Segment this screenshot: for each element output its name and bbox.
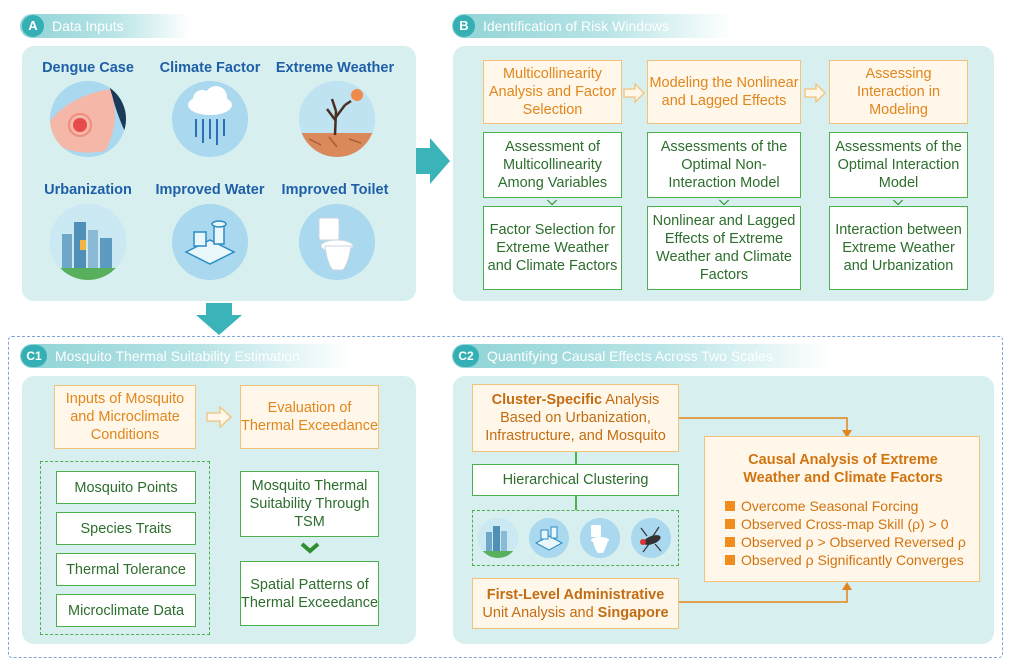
bullet-item: Observed Cross-map Skill (ρ) > 0 <box>725 516 949 532</box>
interaction-urbanization-box: Interaction between Extreme Weather and … <box>829 206 968 290</box>
cluster-icons-frame <box>472 510 679 566</box>
assessing-interaction-box: Assessing Interaction in Modeling <box>829 60 968 124</box>
microclimate-data-box: Microclimate Data <box>56 594 196 627</box>
singapore-label: Singapore <box>597 604 669 621</box>
city-skyline-icon <box>478 518 518 558</box>
mosquito-icon <box>631 518 671 558</box>
water-plant-icon <box>172 204 248 280</box>
toilet-icon <box>299 204 375 280</box>
section-c-dashed-frame <box>8 336 1003 658</box>
nonlinear-lagged-box: Modeling the Nonlinear and Lagged Effect… <box>647 60 801 124</box>
arrow-right-icon <box>206 406 232 428</box>
drought-tree-icon <box>299 81 375 157</box>
connector-line <box>575 496 577 510</box>
assessment-multicollinearity-box: Assessment of Multicollinearity Among Va… <box>483 132 622 198</box>
multicollinearity-box: Multicollinearity Analysis and Factor Se… <box>483 60 622 124</box>
section-c2-header <box>452 344 832 368</box>
toilet-icon <box>580 518 620 558</box>
water-plant-icon <box>529 518 569 558</box>
data-input-label-urbanization: Urbanization <box>44 182 132 198</box>
optimal-non-interaction-box: Assessments of the Optimal Non-Interacti… <box>647 132 801 198</box>
section-a-title: Data Inputs <box>52 18 124 34</box>
admin-unit-bold: First-Level Administrative <box>486 586 665 603</box>
bullet-item: Observed ρ Significantly Converges <box>725 552 964 568</box>
data-input-label-toilet: Improved Toilet <box>281 182 389 198</box>
connector-arrows <box>679 417 852 603</box>
data-input-label-extreme: Extreme Weather <box>275 60 395 76</box>
bullet-item: Observed ρ > Observed Reversed ρ <box>725 534 966 550</box>
chevron-down-icon: ⌵ <box>547 193 557 208</box>
data-input-label-climate: Climate Factor <box>159 60 261 76</box>
cluster-specific-box: Cluster-Specific Analysis Based on Urban… <box>472 384 679 452</box>
spatial-patterns-box: Spatial Patterns of Thermal Exceedance <box>240 561 379 626</box>
section-c2-title: Quantifying Causal Effects Across Two Sc… <box>487 348 773 364</box>
section-b-title: Identification of Risk Windows <box>483 18 669 34</box>
hierarchical-clustering-box: Hierarchical Clustering <box>472 464 679 496</box>
factor-selection-box: Factor Selection for Extreme Weather and… <box>483 206 622 290</box>
data-input-label-water: Improved Water <box>155 182 265 198</box>
bullet-item: Overcome Seasonal Forcing <box>725 498 918 514</box>
section-b-badge: B <box>453 15 475 37</box>
city-skyline-icon <box>50 204 126 280</box>
section-a-badge: A <box>22 15 44 37</box>
connector-line <box>575 452 577 464</box>
section-c1-title: Mosquito Thermal Suitability Estimation <box>55 348 300 364</box>
section-b-header <box>452 14 732 38</box>
causal-result-title: Causal Analysis of Extreme Weather and C… <box>743 452 943 486</box>
species-traits-box: Species Traits <box>56 512 196 545</box>
section-c2-badge: C2 <box>453 345 479 367</box>
inputs-list-dashed-frame <box>40 461 210 635</box>
section-a-header <box>20 14 190 38</box>
nonlinear-effects-box: Nonlinear and Lagged Effects of Extreme … <box>647 206 801 290</box>
section-c1-header <box>20 344 350 368</box>
rain-cloud-icon <box>172 81 248 157</box>
thermal-exceedance-evaluation-box: Evaluation of Thermal Exceedance <box>240 385 379 449</box>
cluster-specific-text: Analysis Based on Urbanization, Infrastr… <box>485 392 666 444</box>
data-input-label-dengue: Dengue Case <box>42 60 134 76</box>
tsm-box: Mosquito Thermal Suitability Through TSM <box>240 471 379 537</box>
arrow-right-icon <box>623 83 645 103</box>
optimal-interaction-box: Assessments of the Optimal Interaction M… <box>829 132 968 198</box>
chevron-down-icon: ⌵ <box>893 193 903 208</box>
mosquito-inputs-box: Inputs of Mosquito and Microclimate Cond… <box>54 385 196 449</box>
arrow-a-to-c1 <box>196 303 242 335</box>
cluster-specific-bold: Cluster-Specific <box>491 392 603 408</box>
dengue-case-icon <box>50 81 126 157</box>
section-c1-badge: C1 <box>21 345 47 367</box>
chevron-down-icon <box>300 542 320 554</box>
thermal-tolerance-box: Thermal Tolerance <box>56 553 196 586</box>
arrow-right-icon <box>804 83 826 103</box>
admin-unit-text: Unit Analysis and <box>482 604 598 621</box>
mosquito-points-box: Mosquito Points <box>56 471 196 504</box>
causal-result-box: Causal Analysis of Extreme Weather and C… <box>704 436 980 582</box>
arrow-a-to-b <box>416 138 450 184</box>
chevron-down-icon: ⌵ <box>719 193 729 208</box>
